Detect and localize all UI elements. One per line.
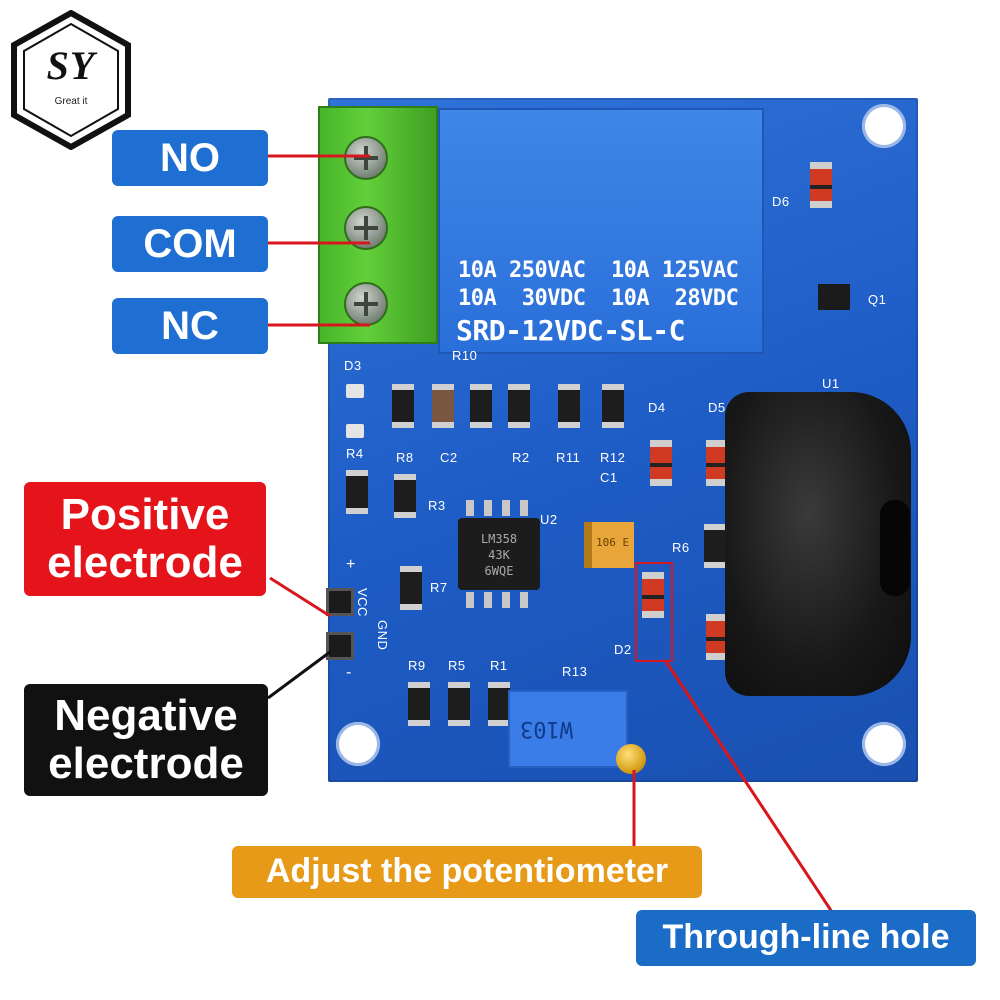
diode-d2: [642, 572, 664, 618]
logo-letters: SY: [46, 43, 96, 88]
chip-pin: [520, 592, 528, 608]
chip-pin: [520, 500, 528, 516]
diode-d5: [706, 440, 728, 486]
silk-r8: R8: [396, 450, 414, 465]
silk-d5: D5: [708, 400, 726, 415]
brand-logo: [11, 10, 131, 150]
transistor-q1: [818, 284, 850, 310]
capacitor-label: 106 E: [596, 536, 630, 549]
chip-line2: 43K: [488, 548, 510, 562]
silk-d4: D4: [648, 400, 666, 415]
header-pin-vcc[interactable]: [326, 588, 354, 616]
silk-c2: C2: [440, 450, 458, 465]
potentiometer-adjust-screw[interactable]: [616, 744, 646, 774]
callout-positive-electrode: Positive electrode: [24, 482, 266, 596]
callout-adjust-potentiometer: Adjust the potentiometer: [232, 846, 702, 898]
chip-pin: [484, 500, 492, 516]
callout-nc: NC: [112, 298, 268, 354]
mounting-hole-top-right: [862, 104, 906, 148]
chip-pin: [466, 592, 474, 608]
capacitor-c1: 106 E: [584, 522, 634, 568]
relay-rating-line2: 10A 30VDC 10A 28VDC: [458, 286, 739, 311]
silk-u2: U2: [540, 512, 558, 527]
silk-plus: +: [346, 556, 356, 573]
mounting-hole-bottom-left: [336, 722, 380, 766]
callout-no: NO: [112, 130, 268, 186]
resistor: [346, 470, 368, 514]
silk-d2: D2: [614, 642, 632, 657]
resistor: [448, 682, 470, 726]
through-line-hole: [880, 500, 910, 596]
silk-c1: C1: [600, 470, 618, 485]
relay-rating-line1: 10A 250VAC 10A 125VAC: [458, 258, 739, 283]
silk-r7: R7: [430, 580, 448, 595]
callout-com: COM: [112, 216, 268, 272]
resistor: [488, 682, 510, 726]
terminal-screw-no: [344, 136, 388, 180]
logo-tagline: Great it: [54, 96, 88, 107]
resistor: [602, 384, 624, 428]
resistor: [400, 566, 422, 610]
resistor: [558, 384, 580, 428]
silk-minus: -: [346, 664, 352, 681]
resistor: [508, 384, 530, 428]
chip-pin: [484, 592, 492, 608]
chip-line1: LM358: [480, 532, 518, 546]
silk-d3: D3: [344, 358, 362, 373]
silk-q1: Q1: [868, 292, 887, 307]
relay-model: SRD-12VDC-SL-C: [456, 314, 686, 347]
silk-r2: R2: [512, 450, 530, 465]
solder-pad: [346, 424, 364, 438]
resistor: [432, 384, 454, 428]
silk-r1: R1: [490, 658, 508, 673]
chip-line3: 6WQE: [484, 564, 514, 578]
silk-r6: R6: [672, 540, 690, 555]
silk-r3: R3: [428, 498, 446, 513]
silk-u1: U1: [822, 376, 840, 391]
diode-d6: [810, 162, 832, 208]
resistor: [394, 474, 416, 518]
callout-negative-electrode: Negative electrode: [24, 684, 268, 796]
silk-r9: R9: [408, 658, 426, 673]
d2-highlight-box: [635, 562, 673, 662]
terminal-screw-nc: [344, 282, 388, 326]
resistor: [470, 384, 492, 428]
mounting-hole-bottom-right: [862, 722, 906, 766]
solder-pad: [346, 384, 364, 398]
silk-r11: R11: [556, 450, 581, 465]
silk-r13: R13: [562, 664, 588, 679]
relay: 10A 250VAC 10A 125VAC 10A 30VDC 10A 28VD…: [438, 108, 764, 354]
ic-chip-u2: LM358 43K 6WQE: [458, 518, 540, 590]
silk-r12: R12: [600, 450, 626, 465]
diode-d4: [650, 440, 672, 486]
silk-r5: R5: [448, 658, 466, 673]
resistor: [704, 524, 726, 568]
silk-r10: R10: [452, 348, 478, 363]
chip-pin: [502, 592, 510, 608]
header-pin-gnd[interactable]: [326, 632, 354, 660]
silk-r4: R4: [346, 446, 364, 461]
silk-d6: D6: [772, 194, 790, 209]
callout-through-line-hole: Through-line hole: [636, 910, 976, 966]
chip-pin: [466, 500, 474, 516]
potentiometer-r13[interactable]: W103: [508, 690, 628, 768]
resistor: [392, 384, 414, 428]
resistor: [408, 682, 430, 726]
chip-pin: [502, 500, 510, 516]
diode: [706, 614, 728, 660]
